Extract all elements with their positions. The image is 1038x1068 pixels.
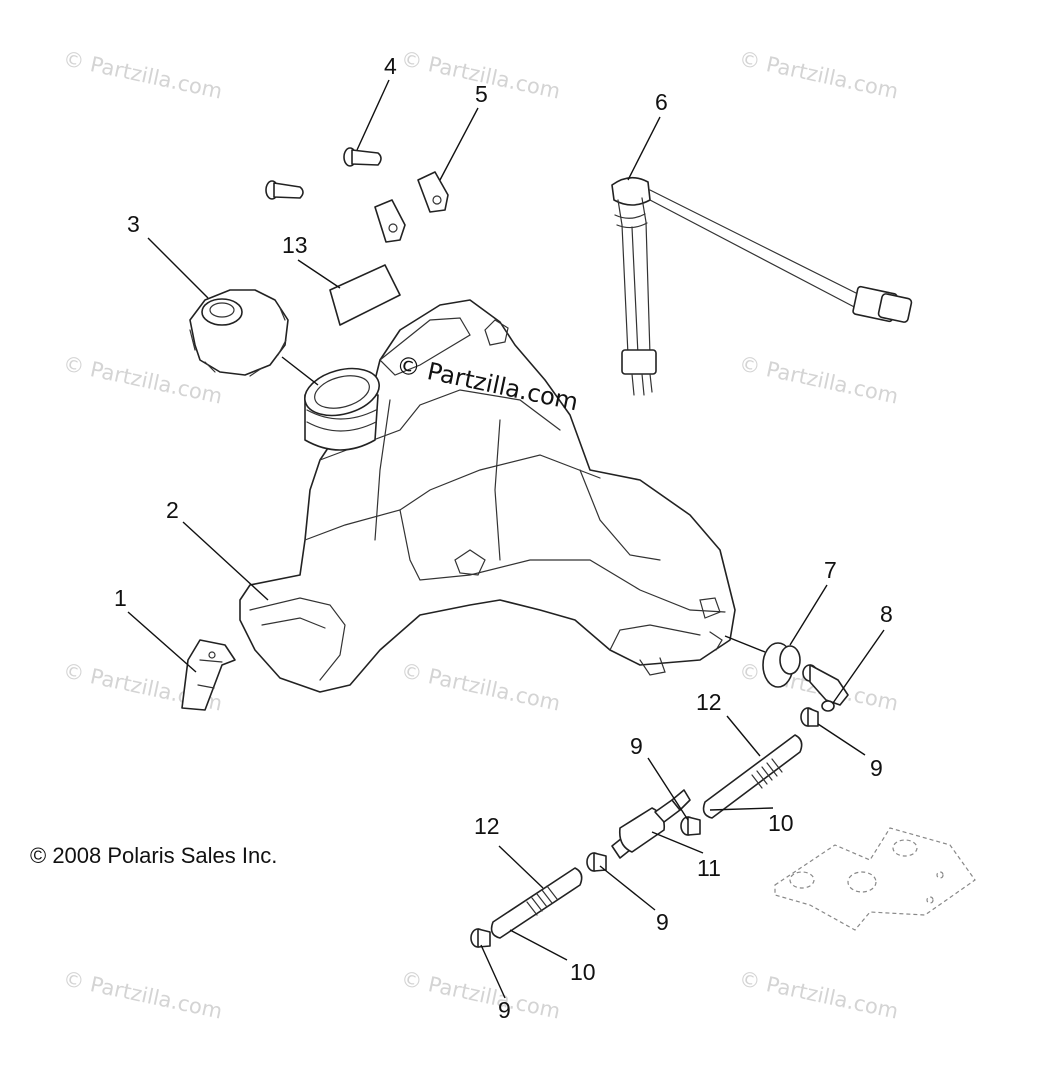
- clamps-part-9: [470, 707, 819, 948]
- clip-nuts-part-5: [374, 171, 449, 243]
- fuel-filter-part-11: [611, 789, 691, 859]
- watermark-tile: © Partzilla.com: [61, 46, 225, 103]
- gas-cap: [189, 289, 289, 377]
- callout-3: 3: [127, 211, 140, 237]
- watermark-tile: © Partzilla.com: [737, 966, 901, 1023]
- leader-lines: [127, 79, 885, 999]
- callout-4: 4: [384, 53, 397, 79]
- callout-9-middle: 9: [656, 909, 669, 935]
- fuel-line-upper: [702, 734, 803, 819]
- callout-11: 11: [697, 855, 721, 881]
- callout-10-lower: 10: [570, 959, 596, 985]
- callout-13: 13: [282, 232, 308, 258]
- callout-8: 8: [880, 601, 893, 627]
- callout-6: 6: [655, 89, 668, 115]
- grommet-part-7: [762, 642, 801, 688]
- callout-7: 7: [824, 557, 837, 583]
- screws-part-4: [265, 147, 382, 200]
- callout-12-upper: 12: [696, 689, 722, 715]
- callout-9-upper: 9: [630, 733, 643, 759]
- watermark-tile: © Partzilla.com: [737, 46, 901, 103]
- callout-12-lower: 12: [474, 813, 500, 839]
- watermark-tile: © Partzilla.com: [399, 658, 563, 715]
- callout-numbers: 1 2 3 4 5 6 7 8 9 9 9 9 10 10 11 12 12 1…: [114, 53, 893, 1023]
- ghost-bracket: [774, 827, 976, 931]
- callout-10-upper: 10: [768, 810, 794, 836]
- label-decal-part-13: [329, 264, 401, 326]
- copyright-text: © 2008 Polaris Sales Inc.: [30, 843, 277, 868]
- callout-5: 5: [475, 81, 488, 107]
- bracket-part-1: [181, 639, 236, 711]
- filler-neck: [304, 367, 380, 451]
- fuel-line-lower: [490, 867, 583, 939]
- fuel-tank: [239, 299, 736, 693]
- callout-9-right: 9: [870, 755, 883, 781]
- watermark-tile: © Partzilla.com: [399, 966, 563, 1023]
- fuel-sender-part-6: [611, 176, 913, 396]
- callout-2: 2: [166, 497, 179, 523]
- callout-1: 1: [114, 585, 127, 611]
- watermark-tile: © Partzilla.com: [61, 966, 225, 1023]
- watermark-tile: © Partzilla.com: [737, 351, 901, 408]
- callout-9-lower: 9: [498, 997, 511, 1023]
